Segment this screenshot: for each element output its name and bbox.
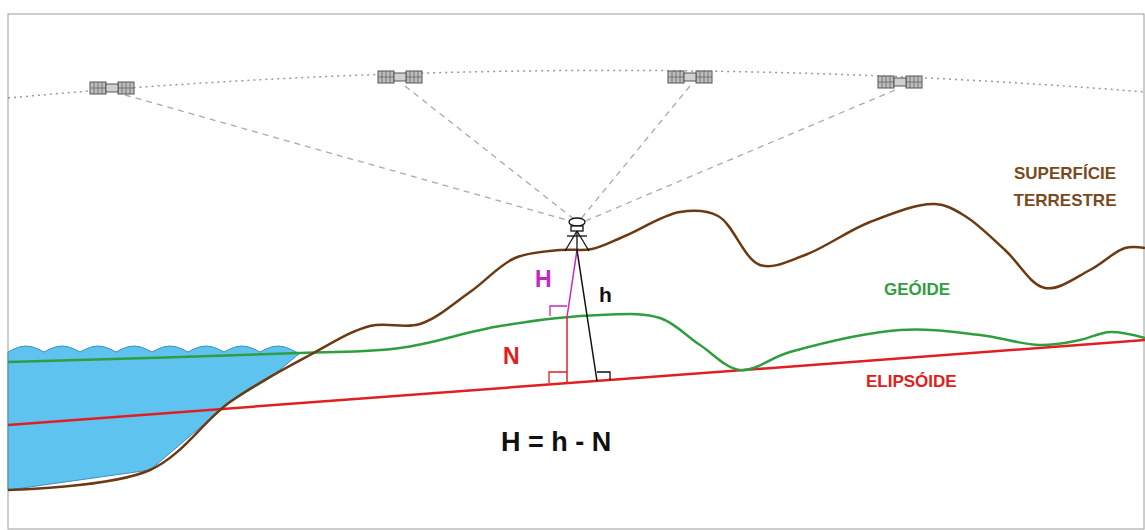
- satellite: [378, 71, 422, 83]
- orthometric-height-label: H: [535, 266, 552, 294]
- ellipsoidal-height-label: h: [599, 282, 612, 307]
- ellipsoid-line: [8, 340, 1145, 425]
- orbit-line: [8, 70, 1145, 98]
- geoid-undulation-label: N: [503, 343, 520, 371]
- frame: [8, 14, 1144, 529]
- gnss-receiver: [565, 218, 589, 251]
- surface-label: SUPERFÍCIE TERRESTRE: [995, 160, 1135, 214]
- terrain-line: [8, 204, 1145, 490]
- satellite: [878, 76, 922, 88]
- height-lines: [549, 250, 610, 383]
- geoid-label: GEÓIDE: [884, 280, 950, 300]
- signal-lines: [125, 86, 895, 222]
- satellite: [668, 71, 712, 83]
- geoid-line: [8, 314, 1145, 370]
- formula-label: H = h - N: [501, 426, 611, 458]
- ellipsoid-label: ELIPSÓIDE: [866, 372, 957, 392]
- satellite: [90, 82, 134, 94]
